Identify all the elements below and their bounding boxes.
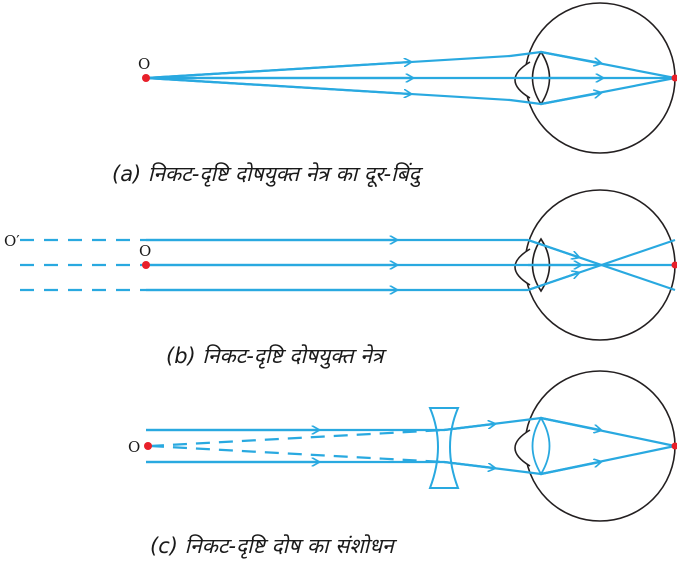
caption-c: (c) निकट-दृष्टि दोष का संशोधन (150, 534, 394, 558)
retina-point (671, 74, 677, 82)
dashed-rays-c (149, 428, 445, 464)
ray-arrow (145, 76, 410, 94)
panel-c: O (128, 370, 677, 522)
object-point (144, 442, 152, 450)
point-label: O (128, 438, 140, 456)
point-label: O (138, 55, 150, 73)
cornea (514, 248, 531, 286)
ray-arrow (443, 424, 494, 432)
cornea (514, 61, 531, 99)
ray-arrow (540, 416, 600, 430)
rays-c (146, 416, 676, 476)
retina-point (671, 442, 677, 450)
ray-arrow (540, 462, 600, 476)
object-point (142, 74, 150, 82)
dashed-ray (149, 428, 445, 448)
caption-b: (b) निकट-दृष्टि दोषयुक्त नेत्र (166, 344, 384, 368)
ray-arrow (443, 460, 494, 468)
ray-arrow (540, 93, 600, 106)
point-label: O (139, 242, 151, 260)
dashed-rays-b (20, 238, 146, 292)
rays-b (146, 238, 676, 292)
dashed-ray (149, 444, 445, 464)
ray-arrow (540, 50, 600, 63)
panel-a: O (138, 2, 677, 154)
ray-arrow (145, 62, 410, 80)
eye-c (514, 370, 676, 522)
retina-point (671, 261, 677, 269)
cornea (514, 429, 531, 467)
rays-a (145, 50, 676, 106)
object-point (142, 261, 150, 269)
far-point-label: O′ (4, 232, 20, 250)
panel-b: O′ O (4, 189, 677, 341)
ray-arrow (527, 273, 578, 292)
caption-a: (a) निकट-दृष्टि दोषयुक्त नेत्र का दूर-बि… (112, 162, 420, 186)
ray-arrow (527, 238, 578, 257)
concave-lens (428, 407, 460, 489)
